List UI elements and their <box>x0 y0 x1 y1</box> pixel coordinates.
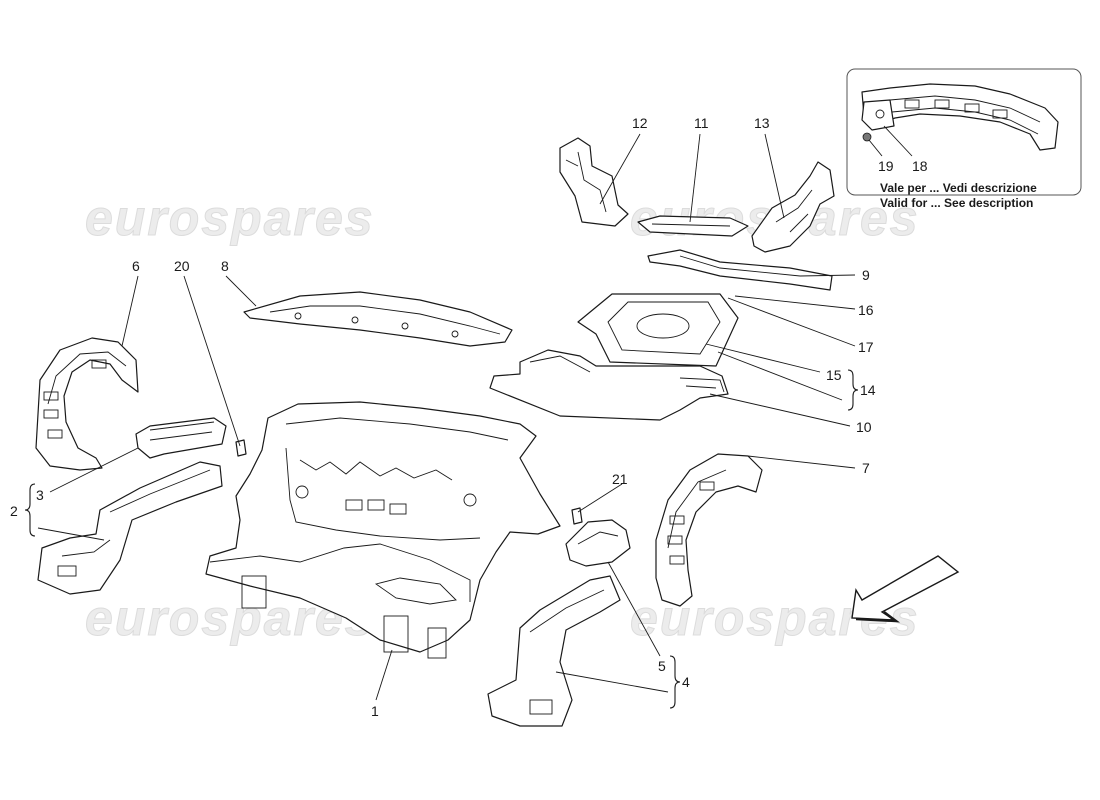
leader-10 <box>709 393 851 427</box>
part-2-rail <box>37 461 223 595</box>
callout-21: 21 <box>612 471 628 487</box>
callout-20: 20 <box>174 258 190 274</box>
callout-9: 9 <box>862 267 870 283</box>
leader-21 <box>577 483 623 513</box>
callout-3: 3 <box>36 487 44 503</box>
leader-6 <box>121 275 139 347</box>
nut-part <box>862 132 872 142</box>
part-10-floor <box>489 349 729 421</box>
brace-4-5 <box>669 655 681 709</box>
callout-10: 10 <box>856 419 872 435</box>
leader-15 <box>705 343 821 373</box>
inset-box: 19 18 Vale per ... Vedi descrizione Vali… <box>846 68 1082 210</box>
callout-7: 7 <box>862 460 870 476</box>
part-5-reinforcement <box>565 519 631 567</box>
front-direction-arrow-icon <box>851 555 960 623</box>
leader-20 <box>183 275 241 447</box>
callout-12: 12 <box>632 115 648 131</box>
bumper-beam-part <box>861 83 1059 151</box>
leader-2 <box>37 527 105 541</box>
inset-note-english: Valid for ... See description <box>880 196 1033 210</box>
part-21-clip <box>571 507 583 525</box>
brace-2-3 <box>24 483 36 537</box>
watermarks: eurospares eurospares eurospares eurospa… <box>85 190 919 647</box>
callout-14: 14 <box>860 382 876 398</box>
part-12-bracket <box>559 137 629 227</box>
callout-5: 5 <box>658 658 666 674</box>
leader-19 <box>868 139 883 157</box>
leader-lines <box>37 133 856 701</box>
callout-2: 2 <box>10 503 18 519</box>
part-6-wheelhouse <box>35 337 139 471</box>
part-9-plate <box>647 249 833 291</box>
leader-13 <box>764 133 785 219</box>
callout-16: 16 <box>858 302 874 318</box>
leader-18 <box>883 125 913 157</box>
leader-1 <box>375 649 393 701</box>
callout-11: 11 <box>694 115 709 131</box>
part-20-clip <box>235 439 247 457</box>
leader-16 <box>734 295 856 310</box>
leader-17 <box>727 297 856 347</box>
leader-11 <box>689 133 701 223</box>
callout-labels: 1 2 3 4 5 6 7 8 9 10 11 12 13 14 15 16 1… <box>10 115 876 719</box>
part-11-panel <box>637 215 749 237</box>
watermark-bottom-left: eurospares <box>85 590 375 646</box>
leader-3 <box>49 447 139 493</box>
braces <box>24 369 859 709</box>
leader-12 <box>599 133 641 205</box>
part-7-wheelhouse <box>655 453 763 607</box>
callout-8: 8 <box>221 258 229 274</box>
inset-note-italian: Vale per ... Vedi descrizione <box>880 181 1037 195</box>
part-8-shelf <box>243 291 513 347</box>
brace-14-15 <box>847 369 859 411</box>
leader-5 <box>607 561 661 657</box>
part-4-rail <box>487 575 621 727</box>
callout-13: 13 <box>754 115 770 131</box>
leader-7 <box>747 455 856 469</box>
callout-1: 1 <box>371 703 379 719</box>
callout-15: 15 <box>826 367 842 383</box>
watermark-top-left: eurospares <box>85 190 375 246</box>
callout-18: 18 <box>912 158 928 174</box>
callout-4: 4 <box>682 674 690 690</box>
part-1-rear-body <box>205 401 561 659</box>
leader-14-lower <box>717 351 843 401</box>
callout-19: 19 <box>878 158 894 174</box>
callout-6: 6 <box>132 258 140 274</box>
leader-8 <box>225 275 257 307</box>
callout-17: 17 <box>858 339 874 355</box>
part-15-tub <box>577 293 739 367</box>
part-13-bracket <box>751 161 835 253</box>
part-3-reinforcement <box>135 417 227 459</box>
leader-4-lower <box>555 671 669 693</box>
leader-9 <box>799 274 856 277</box>
